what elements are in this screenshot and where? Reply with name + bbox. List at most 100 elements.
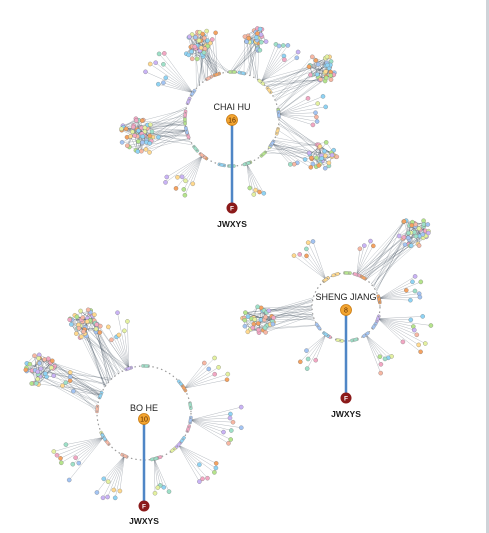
fan-edge [178, 444, 217, 464]
cluster-node [263, 39, 269, 44]
cluster-node [324, 54, 330, 60]
target-node [156, 134, 161, 140]
fan-edge [190, 419, 229, 444]
target-node [106, 324, 111, 330]
target-node [183, 178, 188, 184]
fan-edge [158, 84, 194, 93]
target-node [210, 37, 215, 42]
target-node [378, 362, 384, 367]
link-edge [96, 328, 109, 383]
fan-edge [150, 63, 194, 93]
target-node [306, 150, 312, 156]
cluster-node [32, 353, 37, 358]
link-edge [271, 144, 334, 156]
cluster-node [416, 226, 422, 231]
target-node [357, 246, 363, 252]
link-edge [229, 32, 256, 73]
cluster-node [67, 317, 72, 322]
fan-edge [145, 130, 187, 150]
fan-edge [271, 143, 295, 165]
fan-edge [315, 334, 327, 361]
target-node [281, 43, 286, 48]
fan-edge [278, 114, 317, 118]
cluster-node [425, 222, 431, 227]
formula-node [138, 500, 150, 512]
cluster-node [46, 356, 51, 361]
fan-edge [307, 334, 327, 360]
fan-edge [53, 437, 104, 452]
fan-edge [365, 334, 386, 360]
fan-edge [192, 155, 203, 184]
cluster-node [196, 38, 202, 43]
link-edge [199, 56, 204, 86]
cluster-node [79, 334, 84, 339]
fan-edge [96, 455, 125, 493]
compound-count-badge [138, 413, 150, 425]
target-node [147, 61, 153, 67]
link-edge [206, 43, 211, 80]
link-edge [244, 297, 314, 319]
link-edge [251, 309, 313, 319]
target-node [382, 356, 388, 362]
link-edge [149, 116, 186, 137]
target-node [282, 57, 287, 62]
target-node [51, 449, 57, 454]
target-node [213, 30, 218, 36]
target-node [229, 428, 234, 433]
fan-edge [70, 380, 101, 396]
link-edge [269, 147, 326, 157]
link-edge [76, 316, 112, 380]
link-edge [278, 77, 327, 113]
fan-edge [178, 444, 216, 469]
cluster-node [396, 233, 402, 239]
target-node [212, 355, 217, 361]
cluster-node [316, 163, 322, 168]
fan-edge [158, 130, 187, 138]
cluster-node [255, 31, 260, 36]
fan-edge [117, 312, 129, 369]
target-node [377, 354, 383, 359]
fan-edge [118, 334, 129, 369]
link-edge [84, 333, 108, 384]
target-node [163, 75, 169, 81]
link-edge [265, 315, 314, 333]
link-edge [263, 306, 313, 311]
cluster-node [408, 243, 414, 248]
target-node [161, 80, 166, 85]
fan-edge [278, 98, 309, 115]
fan-edge [183, 357, 215, 389]
cluster-node [51, 373, 56, 378]
target-node [320, 94, 326, 99]
fan-edge [246, 163, 254, 195]
target-node [206, 366, 212, 372]
cluster-node [254, 35, 259, 40]
cluster-edge [245, 312, 274, 323]
link-edge [365, 221, 405, 280]
cluster-node [130, 129, 135, 135]
fan-edge [178, 444, 200, 482]
link-edge [51, 367, 100, 398]
target-node [253, 187, 258, 193]
fan-edge [378, 298, 411, 301]
compound-count: 10 [140, 417, 148, 424]
cluster-node [140, 140, 145, 145]
cluster-node [306, 64, 312, 69]
cluster-node [130, 124, 136, 130]
cluster-edge [25, 359, 45, 371]
cluster-node [314, 72, 320, 77]
link-edge [191, 51, 229, 73]
compound-node [188, 401, 193, 410]
target-node [305, 96, 311, 101]
fan-edge [56, 437, 104, 456]
fan-edge [378, 290, 415, 299]
fan-edge [166, 155, 203, 178]
cluster-node [136, 128, 141, 134]
link-edge [355, 221, 404, 275]
cluster-edge [71, 324, 82, 337]
link-edge [250, 299, 313, 330]
cluster-node [259, 39, 264, 45]
link-edge [257, 306, 315, 321]
cluster-node [85, 307, 91, 313]
formula-node-letter: F [230, 206, 234, 213]
target-node [310, 122, 316, 128]
